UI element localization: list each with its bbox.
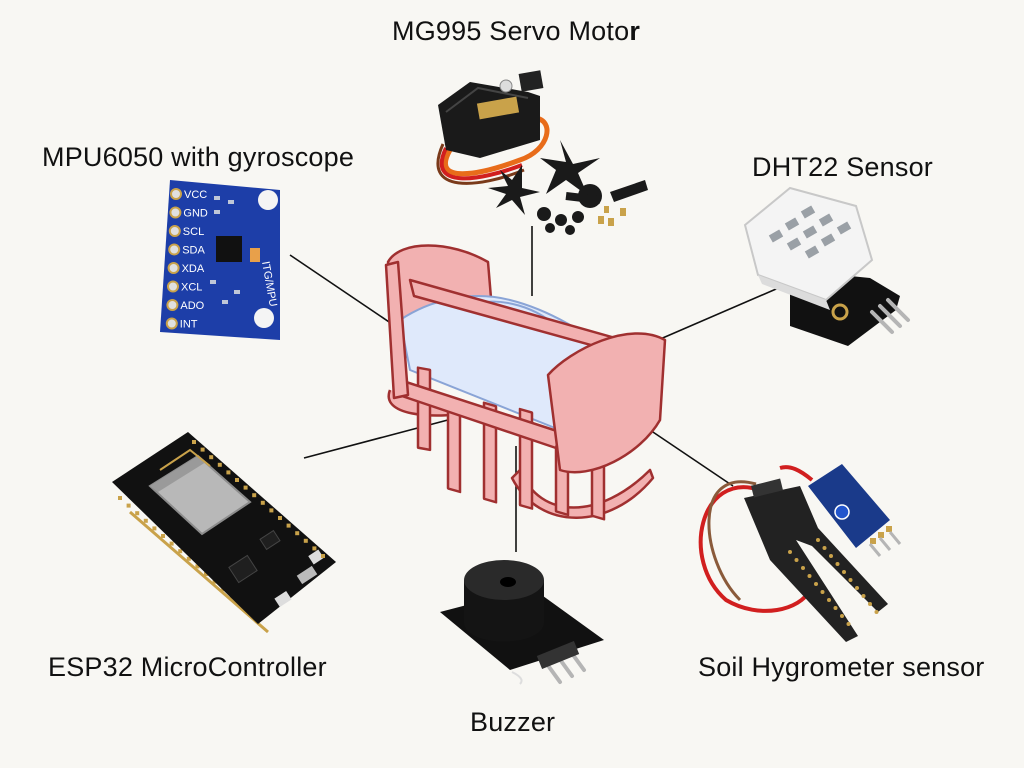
soil-probe-contact bbox=[801, 566, 805, 570]
mpu-pin-label: VCC bbox=[184, 189, 207, 201]
esp32-pin bbox=[278, 516, 282, 520]
soil-probe-contact bbox=[829, 554, 833, 558]
connector-mpu bbox=[289, 254, 399, 329]
label-soil-hygrometer: Soil Hygrometer sensor bbox=[698, 652, 985, 682]
esp32-board-illustration bbox=[112, 432, 336, 634]
connector-soil bbox=[643, 425, 734, 487]
label-servo-motor-last: r bbox=[629, 16, 641, 46]
buzzer-module-illustration bbox=[440, 560, 604, 685]
mpu-pin-hole bbox=[166, 299, 179, 311]
soil-probe-contact bbox=[855, 586, 859, 590]
mpu-pin-label: SCL bbox=[183, 226, 204, 238]
mpu-pin-hole bbox=[167, 280, 179, 293]
mpu-pin-hole bbox=[169, 206, 182, 219]
esp32-pin bbox=[312, 546, 317, 551]
esp32-pin bbox=[192, 440, 196, 444]
esp32-pin bbox=[178, 549, 183, 554]
soil-probe-contact bbox=[816, 538, 820, 542]
mpu-pin-label: GND bbox=[183, 208, 208, 220]
cradle-illustration bbox=[384, 244, 667, 521]
label-esp32: ESP32 MicroController bbox=[48, 652, 327, 682]
esp32-pin bbox=[204, 572, 208, 576]
label-servo-motor: MG995 Servo Motor bbox=[392, 16, 640, 47]
soil-probe-contact bbox=[788, 550, 792, 554]
mpu-pin-hole bbox=[170, 188, 182, 200]
mpu-pin-label: INT bbox=[180, 319, 198, 331]
mpu-pin-hole bbox=[167, 262, 180, 274]
label-servo-motor-text: MG995 Servo Moto bbox=[392, 16, 630, 46]
mpu-pin-label: XDA bbox=[182, 263, 205, 275]
esp32-pin bbox=[303, 538, 308, 543]
soil-probe-contact bbox=[868, 602, 872, 606]
mpu-pin-hole bbox=[168, 243, 181, 256]
soil-probe-contact bbox=[842, 570, 846, 574]
esp32-pin bbox=[243, 485, 248, 490]
esp32-pin bbox=[186, 556, 191, 561]
mpu-pin-hole bbox=[165, 317, 178, 330]
mpu-pin-label: XCL bbox=[181, 282, 202, 294]
esp32-pin bbox=[169, 541, 174, 546]
soil-probe-contact bbox=[835, 562, 840, 566]
soil-probe-contact bbox=[861, 594, 866, 598]
mpu-pin-label: SDA bbox=[182, 245, 205, 257]
esp32-pin bbox=[195, 564, 200, 569]
soil-probe-contact bbox=[820, 590, 825, 594]
label-mpu6050: MPU6050 with gyroscope bbox=[42, 142, 355, 172]
label-buzzer: Buzzer bbox=[470, 707, 556, 737]
soil-probe-contact bbox=[814, 582, 818, 586]
esp32-pin bbox=[260, 500, 265, 505]
esp32-pin bbox=[226, 470, 231, 475]
soil-hygrometer-illustration bbox=[698, 464, 902, 642]
soil-probe-contact bbox=[794, 558, 799, 562]
esp32-pin bbox=[235, 478, 239, 482]
soil-probe-contact bbox=[848, 578, 853, 582]
esp32-pin bbox=[286, 523, 291, 528]
soil-probe-contact bbox=[840, 614, 844, 618]
esp32-pin bbox=[269, 508, 274, 513]
esp32-pin bbox=[126, 503, 131, 508]
mpu-pin-hole bbox=[168, 225, 181, 237]
esp32-pin bbox=[143, 518, 148, 523]
esp32-pin bbox=[161, 534, 165, 538]
soil-probe-contact bbox=[874, 610, 879, 614]
esp32-pin bbox=[209, 455, 214, 460]
soil-probe-contact bbox=[833, 606, 838, 610]
esp32-pin bbox=[252, 493, 257, 498]
soil-probe-contact bbox=[822, 546, 827, 550]
esp32-pin bbox=[217, 462, 222, 467]
soil-probe-contact bbox=[827, 598, 831, 602]
label-dht22: DHT22 Sensor bbox=[752, 152, 933, 182]
esp32-pin bbox=[135, 511, 140, 516]
esp32-pin bbox=[118, 496, 122, 500]
esp32-pin bbox=[200, 447, 205, 452]
dht22-sensor-illustration bbox=[743, 186, 910, 346]
servo-motor-illustration bbox=[436, 70, 648, 235]
esp32-pin bbox=[321, 554, 325, 558]
esp32-pin bbox=[295, 531, 300, 536]
connector-dht bbox=[657, 285, 784, 341]
soil-probe-contact bbox=[846, 622, 851, 626]
soil-probe-contact bbox=[807, 574, 812, 578]
mpu-pin-label: ADO bbox=[180, 300, 204, 312]
esp32-pin bbox=[152, 526, 157, 531]
